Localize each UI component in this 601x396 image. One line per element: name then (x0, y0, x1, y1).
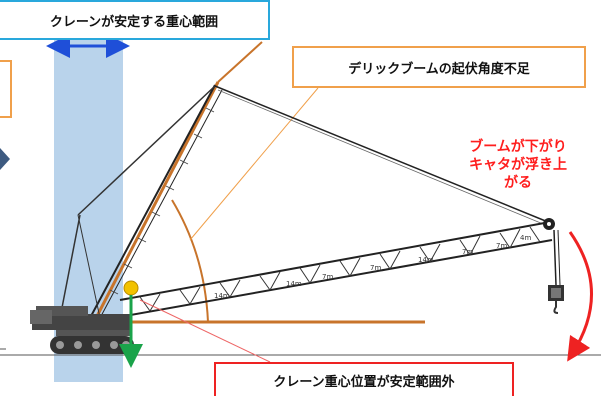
boom-markings: 14m 14m 7m 7m 14m 7m 7m 4m (214, 234, 531, 300)
luffing-angle-arc (171, 199, 209, 323)
derrick-boom (93, 81, 220, 321)
boom-marking: 4m (520, 234, 531, 242)
left-box-fragment (0, 60, 12, 118)
boom-pendant-2 (217, 89, 549, 227)
boom-marking: 7m (322, 273, 333, 281)
hook (553, 301, 559, 314)
hook-rope (553, 229, 557, 286)
boom-marking: 14m (286, 280, 302, 288)
back-mast (59, 214, 81, 319)
main-boom-bottom-chord (124, 239, 553, 317)
mast (89, 84, 216, 319)
stable-range-label: クレーンが安定する重心範囲 (0, 0, 270, 40)
luffing-angle-label: デリックブームの起伏角度不足 (292, 46, 586, 88)
cg-outside-label: クレーン重心位置が安定範囲外 (214, 362, 514, 396)
boom-marking: 7m (462, 248, 473, 256)
cg-pointer-line (139, 299, 271, 363)
boom-marking: 7m (370, 264, 381, 272)
hook-rope-2 (557, 229, 561, 286)
warning-line-1: ブームが下がり (469, 139, 567, 155)
center-of-gravity-marker (123, 280, 139, 296)
boom-marking: 7m (496, 242, 507, 250)
boom-pendant (214, 85, 549, 223)
back-stay (77, 85, 216, 216)
mast-lattice (109, 107, 215, 295)
back-mast-2 (77, 214, 101, 319)
boom-marking: 14m (214, 292, 230, 300)
warning-line-3: がる (504, 175, 532, 191)
boom-tip-sheave-center (547, 222, 551, 226)
crawler-frame (56, 330, 130, 336)
main-boom-top-chord (119, 221, 551, 301)
derrick-extension-line (217, 41, 263, 83)
mast-rear (99, 89, 223, 319)
warning-line-2: キャタが浮き上 (469, 157, 567, 173)
boom-marking: 14m (418, 256, 434, 264)
boom-drop-warning: ブームが下がり キャタが浮き上 がる (448, 138, 588, 192)
upper-body (36, 306, 88, 316)
luffing-pointer-line (189, 87, 319, 241)
left-arrow-icon (0, 148, 10, 170)
tilt-arrow (567, 231, 593, 362)
crawler-body (32, 314, 132, 330)
main-boom-lattice (139, 226, 541, 312)
counterweight (30, 310, 52, 324)
hook-block-inner (551, 288, 561, 298)
